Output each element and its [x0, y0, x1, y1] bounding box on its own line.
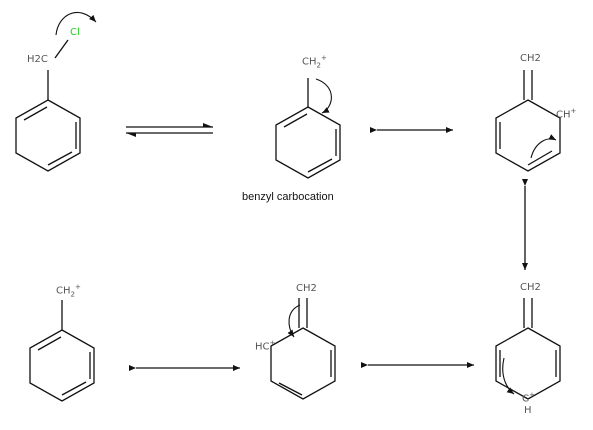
- benzyl-cation-return: [29, 300, 95, 402]
- c-plus-label: C+: [522, 391, 535, 405]
- curved-arrow: [315, 78, 332, 114]
- curved-arrow: [287, 304, 301, 338]
- curved-arrow: [55, 11, 97, 36]
- benzyl-chloride: [15, 11, 97, 172]
- benzyl-carbocation-structure: [275, 78, 341, 179]
- ch2-plus-label: CH2+: [302, 54, 327, 70]
- ch-plus-label: CH+: [556, 107, 577, 121]
- ch2-plus-label: CH2+: [56, 283, 81, 299]
- benzyl-carbocation-caption: benzyl carbocation: [242, 191, 334, 203]
- equilibrium-arrow: [126, 123, 213, 137]
- h2c-label: H2C: [27, 54, 48, 65]
- ch2-label: CH2: [520, 53, 541, 64]
- curved-arrow: [530, 134, 557, 159]
- h-label: H: [524, 405, 532, 416]
- resonance-structure-para: [495, 298, 561, 400]
- resonance-structure-ortho-bottom: [270, 298, 336, 400]
- curved-arrow: [502, 357, 515, 395]
- ch2-label: CH2: [296, 283, 317, 294]
- ch2-label: CH2: [520, 282, 541, 293]
- hc-plus-label: HC+: [255, 339, 276, 353]
- resonance-structure-ortho-top: [495, 70, 561, 172]
- chlorine-label: Cl: [70, 27, 80, 38]
